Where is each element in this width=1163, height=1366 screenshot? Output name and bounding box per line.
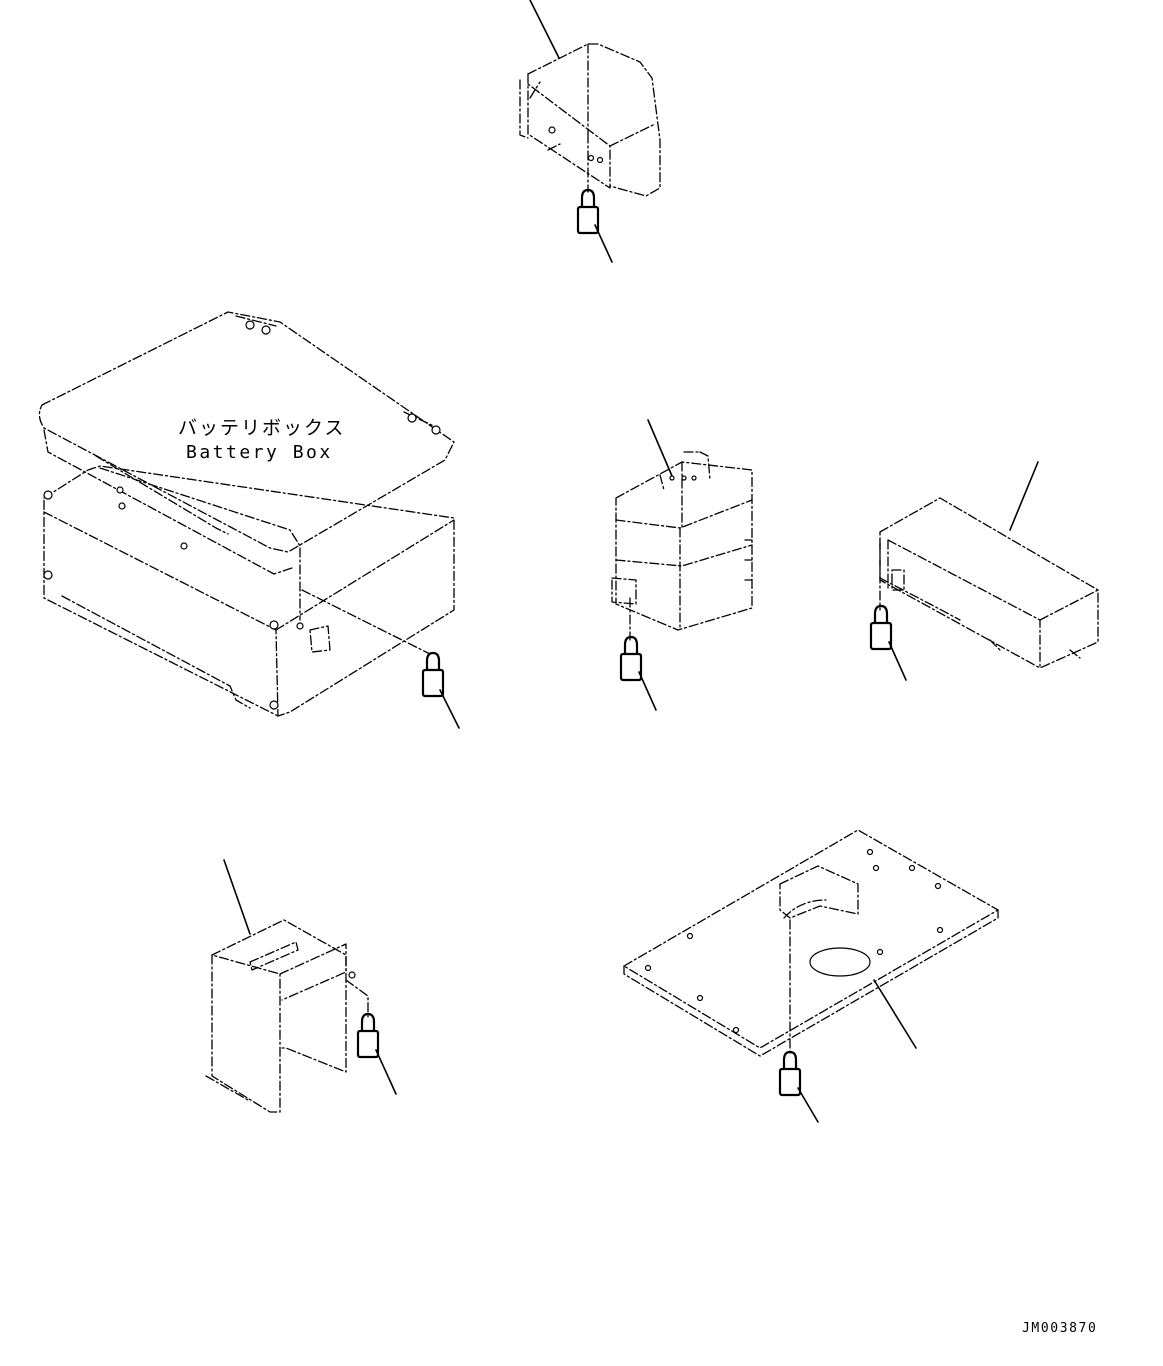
battery-box-label-japanese: バッテリボックス (178, 417, 346, 439)
part-floor-plate (623, 829, 999, 1123)
part-center-box (611, 419, 753, 711)
part-right-box (869, 461, 1099, 681)
padlock-icon (619, 635, 643, 682)
part-cover-top (519, 0, 661, 263)
drawing-number: JM003870 (1022, 1321, 1098, 1336)
padlock-icon (778, 1050, 802, 1097)
padlock-icon (356, 1012, 380, 1059)
part-lower-left-cover (205, 859, 397, 1113)
battery-box-label-english: Battery Box (186, 442, 333, 463)
part-battery-box (38, 311, 460, 729)
padlock-icon (869, 604, 893, 651)
